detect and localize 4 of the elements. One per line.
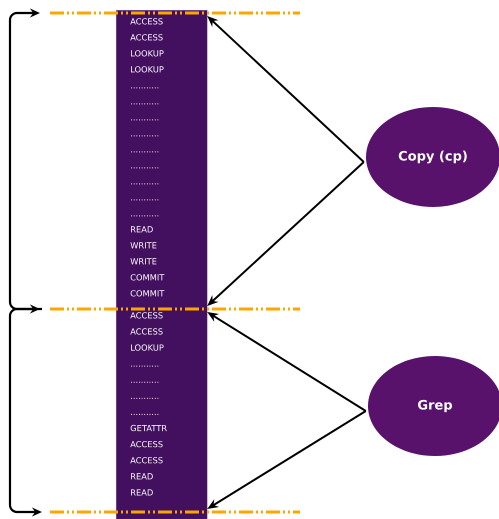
operations-column: ACCESS ACCESS LOOKUP LOOKUP ........... ........... ........... ........... ........... ........... ........... ........... ........... READ WRITE WRITE COMMIT COMMIT ACCESS ACCESS LOOKUP ........... ........... ........... ........... GETATTR ACCESS ACCESS READ READ — [116, 10, 208, 519]
dash-dot-line — [50, 308, 300, 310]
dash-dot-line — [50, 12, 300, 14]
dash-dot-line — [50, 510, 300, 514]
